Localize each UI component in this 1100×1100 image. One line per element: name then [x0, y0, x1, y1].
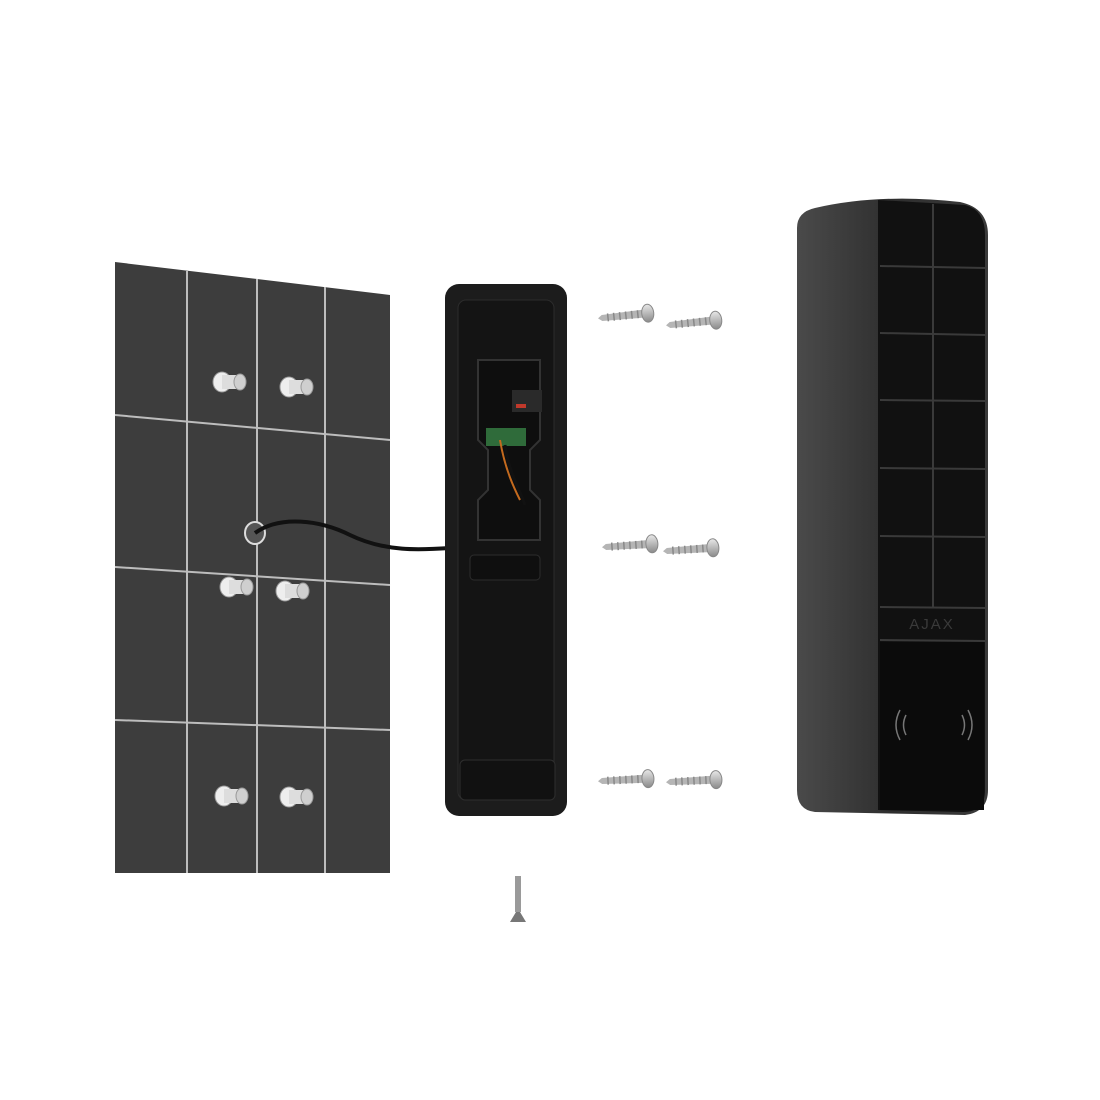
wall-anchor: [212, 371, 247, 393]
brand-logo: AJAX: [909, 616, 955, 633]
wall-anchor: [279, 786, 314, 808]
nfc-icon: [895, 709, 973, 741]
wall-anchor: [275, 580, 310, 602]
screw: [596, 768, 656, 791]
screw: [664, 309, 724, 336]
screw: [664, 769, 724, 792]
nfc-reader-area: [880, 642, 984, 810]
terminal-block: [486, 390, 542, 506]
bottom-screw: [510, 876, 526, 922]
wall-anchor: [219, 576, 254, 598]
tile-grout-lines: [114, 271, 391, 873]
keypad-buttons: [879, 204, 986, 642]
wall-anchor: [279, 376, 314, 398]
screws: [510, 302, 724, 922]
keypad-device: AJAX: [797, 198, 988, 815]
mounting-plate: [445, 284, 567, 816]
tiled-wall: [114, 262, 391, 873]
screw: [661, 537, 721, 562]
wall-anchor: [214, 785, 249, 807]
cable: [253, 519, 451, 552]
screw: [600, 533, 660, 558]
screw: [596, 302, 656, 329]
